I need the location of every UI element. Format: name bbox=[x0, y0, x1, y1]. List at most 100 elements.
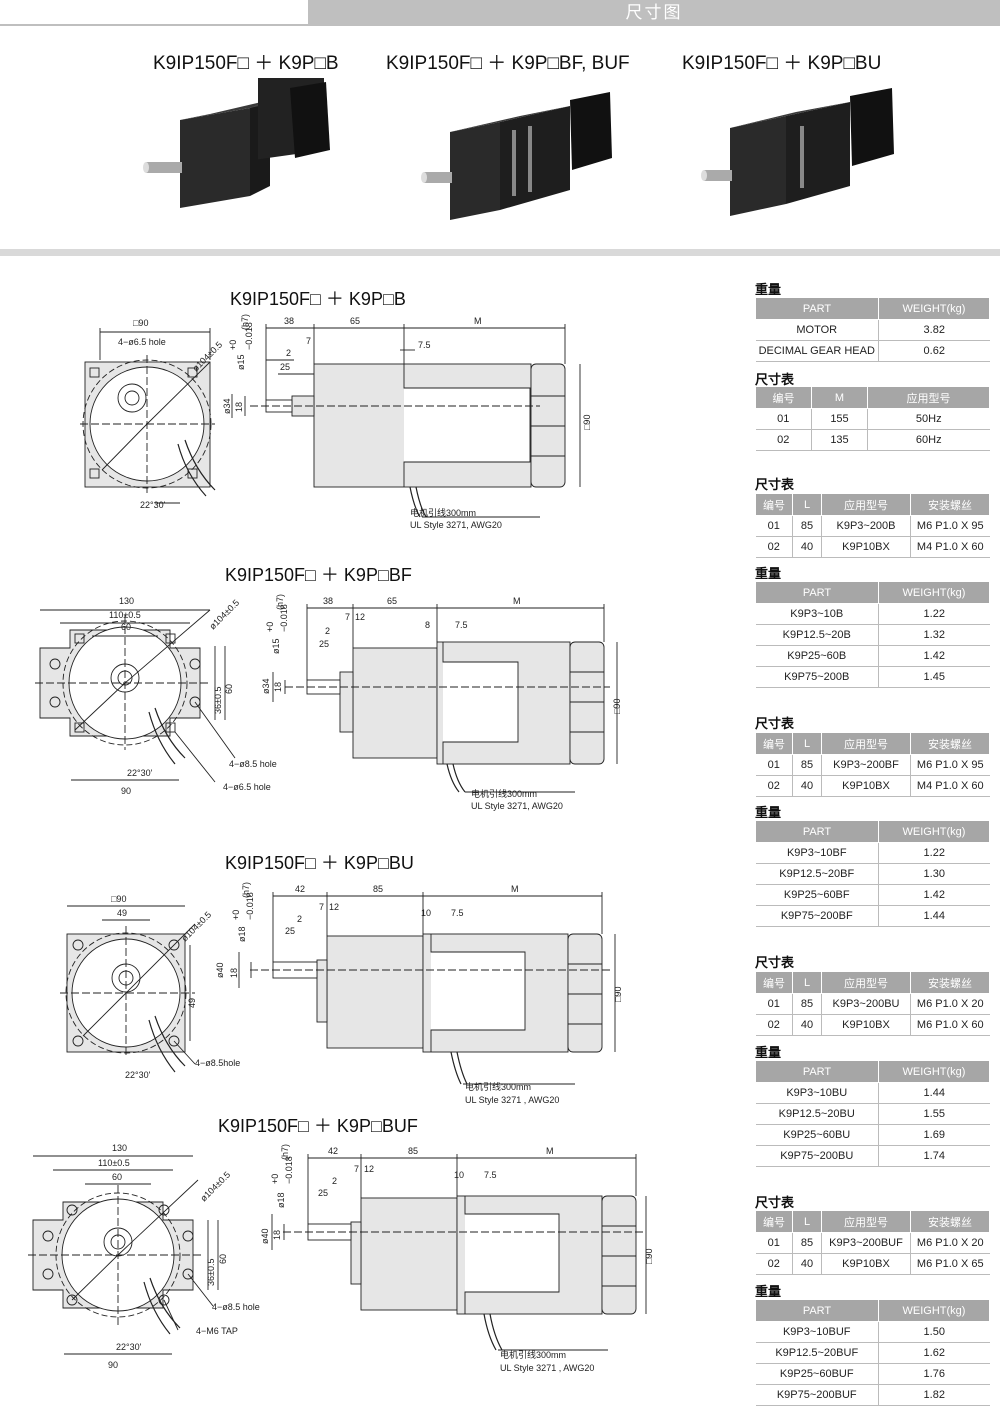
dim-sq: □90 bbox=[111, 894, 126, 904]
table-cell: K9P10BX bbox=[821, 536, 911, 558]
dim-shaft: ø18 bbox=[276, 1192, 286, 1208]
table-cell: K9P75~200BF bbox=[755, 905, 879, 927]
dim-10: 10 bbox=[454, 1170, 464, 1180]
col-header: 应用型号 bbox=[867, 386, 990, 409]
table-cell: M4 P1.0 X 60 bbox=[910, 775, 990, 797]
dim-25: 25 bbox=[285, 926, 295, 936]
dim-90: 90 bbox=[108, 1360, 118, 1370]
dim-90: 90 bbox=[121, 786, 131, 796]
product-title-2: K9IP150F□ ＋ K9P□BF, BUF bbox=[386, 53, 630, 74]
dim-tol-top: +0 bbox=[265, 622, 275, 632]
table-cell: K9P25~60B bbox=[755, 645, 879, 667]
col-header: 应用型号 bbox=[821, 1210, 911, 1233]
table-cell: 1.44 bbox=[878, 905, 990, 927]
col-header: WEIGHT(kg) bbox=[878, 1299, 990, 1322]
col-header: WEIGHT(kg) bbox=[878, 581, 990, 604]
col-header: 编号 bbox=[755, 1210, 793, 1233]
drawing-title-2: K9IP150F□ ＋ K9P□BF bbox=[225, 565, 412, 585]
dim-h90: □90 bbox=[582, 415, 592, 430]
col-header: 编号 bbox=[755, 493, 793, 516]
wire-label: 电机引线300mm bbox=[465, 1081, 531, 1092]
table-cell: K9P10BX bbox=[821, 775, 911, 797]
dim-tol-h: (h7) bbox=[240, 314, 250, 330]
col-header: L bbox=[792, 732, 822, 755]
table-cell: 0.62 bbox=[878, 340, 990, 362]
drawing-title-1: K9IP150F□ ＋ K9P□B bbox=[230, 289, 406, 309]
dim-h90: □90 bbox=[613, 987, 623, 1002]
dim-d2: 18 bbox=[234, 402, 244, 412]
table-cell: 01 bbox=[755, 515, 793, 537]
dim-2: 2 bbox=[297, 914, 302, 924]
table-cell: 40 bbox=[792, 536, 822, 558]
dim-hole2: 4−M6 TAP bbox=[196, 1326, 238, 1336]
dim-12: 12 bbox=[355, 612, 365, 622]
dim-7: 7 bbox=[306, 336, 311, 346]
wire-spec: UL Style 3271 , AWG20 bbox=[500, 1363, 594, 1373]
drawing-1: □90 4−ø6.5 hole ø104±0.5 22°30' ø15 +0 −… bbox=[80, 314, 592, 530]
dim-2: 2 bbox=[286, 348, 291, 358]
size-label: 尺寸表 bbox=[755, 716, 795, 731]
table-cell: 40 bbox=[792, 1014, 822, 1036]
table-cell: 1.55 bbox=[878, 1103, 990, 1125]
dim-hole1: 4−ø8.5 hole bbox=[229, 759, 277, 769]
dim-tol-bot: −0.018 bbox=[284, 1156, 294, 1184]
col-header: L bbox=[792, 1210, 822, 1233]
header-rule bbox=[0, 24, 308, 26]
table-cell: K9P3~200B bbox=[821, 515, 911, 537]
dim-25: 25 bbox=[318, 1188, 328, 1198]
size-label: 尺寸表 bbox=[755, 955, 795, 970]
col-header: 应用型号 bbox=[821, 732, 911, 755]
table-cell: 02 bbox=[755, 429, 812, 451]
wire-label: 电机引线300mm bbox=[500, 1349, 566, 1360]
dim-angle: 22°30' bbox=[140, 500, 166, 510]
table-cell: M6 P1.0 X 95 bbox=[910, 515, 990, 537]
dim-38: 38 bbox=[323, 596, 333, 606]
table-cell: 3.82 bbox=[878, 319, 990, 341]
table-cell: 02 bbox=[755, 1014, 793, 1036]
table-cell: DECIMAL GEAR HEAD bbox=[755, 340, 879, 362]
dim-130: 130 bbox=[112, 1143, 127, 1153]
col-header: WEIGHT(kg) bbox=[878, 297, 990, 320]
weight-label: 重量 bbox=[755, 566, 782, 581]
dim-85: 85 bbox=[373, 884, 383, 894]
table-cell: 1.45 bbox=[878, 666, 990, 688]
col-header: 安装螺丝 bbox=[910, 493, 990, 516]
table-cell: K9P25~60BF bbox=[755, 884, 879, 906]
table-cell: K9P3~200BU bbox=[821, 993, 911, 1015]
table-cell: K9P25~60BUF bbox=[755, 1363, 879, 1385]
dim-75: 7.5 bbox=[451, 908, 464, 918]
col-header: 编号 bbox=[755, 386, 812, 409]
dim-60h: 60 bbox=[218, 1254, 228, 1264]
table-cell: 1.30 bbox=[878, 863, 990, 885]
dim-75: 7.5 bbox=[418, 340, 431, 350]
dim-hole: 4−ø6.5 hole bbox=[118, 337, 166, 347]
col-header: PART bbox=[755, 297, 879, 320]
product-photo-3 bbox=[701, 88, 894, 216]
dim-10: 10 bbox=[421, 908, 431, 918]
col-header: 编号 bbox=[755, 732, 793, 755]
table-cell: 02 bbox=[755, 536, 793, 558]
table-cell: 1.42 bbox=[878, 884, 990, 906]
dim-75: 7.5 bbox=[455, 620, 468, 630]
dim-60w: 60 bbox=[121, 622, 131, 632]
table-cell: 01 bbox=[755, 993, 793, 1015]
dim-12: 12 bbox=[364, 1164, 374, 1174]
dim-angle: 22°30' bbox=[125, 1070, 151, 1080]
table-cell: K9P12.5~20BF bbox=[755, 863, 879, 885]
col-header: 安装螺丝 bbox=[910, 1210, 990, 1233]
col-header: 编号 bbox=[755, 971, 793, 994]
table-cell: 85 bbox=[792, 515, 822, 537]
dim-65: 65 bbox=[387, 596, 397, 606]
